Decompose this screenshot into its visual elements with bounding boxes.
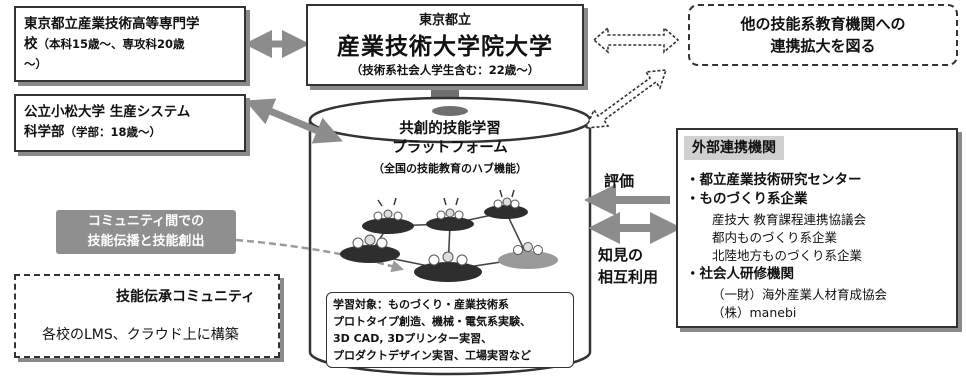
community-node [484,197,528,219]
community-node [414,251,482,282]
community-node [498,242,558,269]
community-node [340,234,400,263]
external-item: （株）manebi [712,305,797,320]
platform-title: 共創的技能学習 プラットフォーム [330,120,570,158]
community-node [426,208,474,231]
learning-targets-box: 学習対象：ものづくり・産業技術系 プロトタイプ創造、機械・電気系実験、 3D C… [326,292,574,368]
callout-connector [235,238,404,273]
aiit-box: 東京都立 産業技術大学院大学 （技術系社会人学生含む：22歳～） [306,4,584,86]
callout-line1: コミュニティ間での [87,214,205,229]
aiit-subtitle: （技術系社会人学生含む：22歳～） [350,63,540,77]
other-institutions-box: 他の技能系教育機関への 連携拡大を図る [688,4,958,66]
spark-marks [377,189,515,207]
skill-propagation-callout: コミュニティ間での 技能伝播と技能創出 [56,210,236,254]
external-partners-box: 外部連携機関 ・都立産業技術研究センター ・ものづくり系企業 産技大 教育課程連… [676,128,958,328]
aiit-prefix: 東京都立 [418,13,471,28]
learning-line: 学習対象：ものづくり・産業技術系 [333,298,509,311]
mutual-use-line1: 知見の [598,246,644,264]
tokyo-college-box: 東京都立産業技術高等専門学 校（本科15歳～、専攻科20歳 ～） [14,6,246,82]
tokyo-college-detail-2: ～） [24,57,47,71]
tokyo-college-name-2: 校 [24,36,38,52]
external-item: （一財）海外産業人材育成協会 [712,287,888,302]
tokyo-college-detail: （本科15歳～、専攻科20歳 [37,37,185,51]
external-item: 産技大 教育課程連携協議会 [712,212,866,227]
external-partners-header: 外部連携機関 [684,136,784,160]
community-node [362,209,414,234]
evaluation-label: 評価 [604,172,635,190]
community-description: 各校のLMS、クラウド上に構築 [42,327,239,343]
external-item: ・社会人研修機関 [686,266,794,282]
komatsu-box: 公立小松大学 生産システム 科学部（学部：18歳～） [14,94,246,152]
tokyo-college-name: 東京都立産業技術高等専門学 [24,16,200,32]
aiit-name: 産業技術大学院大学 [337,34,553,60]
arrow-platform-other-dashed [584,69,668,129]
learning-line: プロダクトデザイン実習、工場実習など [333,349,531,362]
komatsu-detail: （学部：18歳～） [64,125,162,139]
external-item: ・ものづくり系企業 [686,191,808,207]
komatsu-name-2: 科学部 [24,124,65,140]
arrow-komatsu-platform [245,98,343,144]
platform-title-line1: 共創的技能学習 [399,121,501,137]
other-institutions-line2: 連携拡大を図る [770,37,876,55]
external-item: ・都立産業技術研究センター [686,172,862,188]
platform-title-line2: プラットフォーム [392,140,508,156]
arrow-aiit-other-dashed [592,26,680,54]
external-item: 都内ものづくり系企業 [712,230,838,245]
komatsu-name: 公立小松大学 生産システム [24,104,191,120]
mutual-use-line2: 相互利用 [598,268,659,286]
callout-line2: 技能伝播と技能創出 [87,234,205,249]
platform-subtitle: （全国の技能教育のハブ機能） [373,162,527,175]
mutual-use-label: 知見の 相互利用 [598,244,658,288]
community-title: 技能伝承コミュニティ [116,289,256,305]
learning-line: 3D CAD, 3Dプリンター実習、 [333,332,493,345]
external-item: 北陸地方ものづくり系企業 [712,248,863,263]
other-institutions-line1: 他の技能系教育機関への [740,15,906,33]
community-legend-box: 技能伝承コミュニティ 各校のLMS、クラウド上に構築 [14,274,280,358]
learning-line: プロトタイプ創造、機械・電気系実験、 [333,315,531,328]
